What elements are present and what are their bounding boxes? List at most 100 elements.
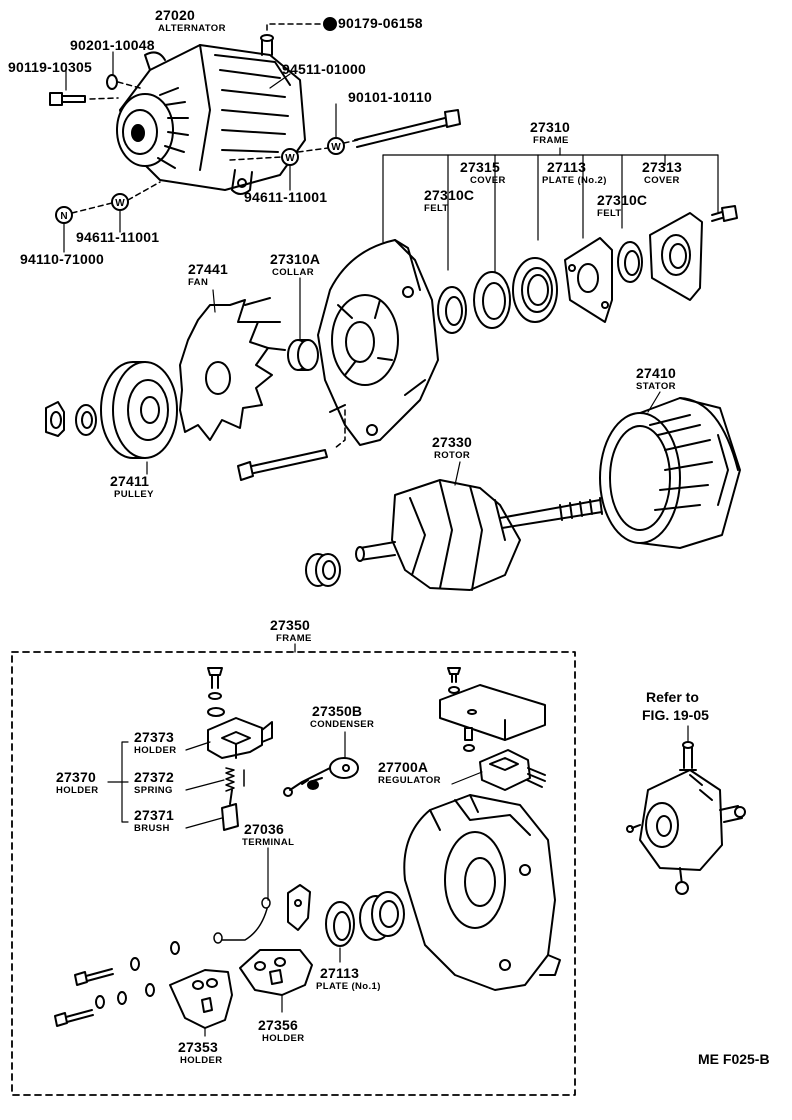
rotor-drawing xyxy=(355,479,603,591)
leader-lines-rear xyxy=(185,731,483,1037)
reference-assembly-drawing xyxy=(626,741,746,895)
nut-marker xyxy=(55,206,73,224)
holder-356-number: 27356 xyxy=(258,1017,298,1033)
frame-drive-name: FRAME xyxy=(533,135,569,146)
stator-drawing xyxy=(599,397,741,549)
plate-2-name: PLATE (No.2) xyxy=(542,175,607,186)
spring-name: SPRING xyxy=(134,785,173,796)
washer-d-number: 94611-11001 xyxy=(76,229,160,245)
washer-marker-b xyxy=(327,137,345,155)
frame-drive-number: 27310 xyxy=(530,119,570,135)
felt-b-drawing xyxy=(617,241,643,283)
long-bolt-number: 90101-10110 xyxy=(348,89,432,105)
cover-screw-drawing xyxy=(711,205,738,222)
figure-code: ME F025-B xyxy=(698,1051,770,1067)
washer-c-number: 94611-11001 xyxy=(244,189,328,205)
washer-marker-c xyxy=(281,148,299,166)
collar-number: 27310A xyxy=(270,251,321,267)
brush-drawing xyxy=(221,789,239,831)
alternator-name: ALTERNATOR xyxy=(158,23,226,34)
collar-drawing xyxy=(287,339,319,371)
cover-b-drawing xyxy=(649,212,703,301)
cover-a-number: 27315 xyxy=(460,159,500,175)
felt-b-name: FELT xyxy=(597,208,622,219)
condenser-drawing xyxy=(283,757,359,797)
washer-a-drawing xyxy=(106,74,118,90)
holder-356-drawing xyxy=(239,949,313,996)
frame-bolt-drawing xyxy=(237,449,328,481)
bolt-top-number: 90179-06158 xyxy=(338,15,423,31)
nut-symbol: N xyxy=(60,211,67,222)
fan-drawing xyxy=(179,297,286,441)
cover-a-drawing xyxy=(473,271,511,329)
long-bolt-drawing xyxy=(354,109,461,148)
pulley-nut-drawing xyxy=(45,401,65,437)
felt-a-name: FELT xyxy=(424,203,449,214)
hex-bolt-top-drawing xyxy=(323,17,337,31)
pulley-drawing xyxy=(100,361,178,459)
terminal-wire xyxy=(213,897,271,944)
drive-end-frame-drawing xyxy=(317,239,439,446)
terminal-drawing xyxy=(287,884,311,931)
rotor-bearing-drawing xyxy=(305,553,341,587)
holder-373-name: HOLDER xyxy=(134,745,177,756)
regulator-number: 27700A xyxy=(378,759,429,775)
lower-washers-drawing xyxy=(95,941,180,1009)
spring-drawing xyxy=(225,767,245,792)
plate-1-name: PLATE (No.1) xyxy=(316,981,381,992)
pulley-number: 27411 xyxy=(110,473,150,489)
washer-marker-d xyxy=(111,193,129,211)
bearing-front-drawing xyxy=(512,257,558,323)
washer-d-symbol: W xyxy=(115,198,125,209)
plate-1-drawing xyxy=(325,901,355,947)
pulley-washer-drawing xyxy=(75,404,97,436)
holder-370-name: HOLDER xyxy=(56,785,99,796)
attachment-lines-top xyxy=(71,23,359,214)
fan-number: 27441 xyxy=(188,261,228,277)
reference-line-2: FIG. 19-05 xyxy=(642,707,709,723)
felt-a-number: 27310C xyxy=(424,187,475,203)
stator-number: 27410 xyxy=(636,365,676,381)
brush-number: 27371 xyxy=(134,807,174,823)
holder-370-number: 27370 xyxy=(56,769,96,785)
holder-353-number: 27353 xyxy=(178,1039,218,1055)
fan-name: FAN xyxy=(188,277,209,288)
condenser-number: 27350B xyxy=(312,703,363,719)
attachment-line-frame-bolt xyxy=(334,409,346,449)
rear-frame-boundary xyxy=(11,651,576,1096)
felt-b-number: 27310C xyxy=(597,192,648,208)
brush-name: BRUSH xyxy=(134,823,170,834)
washer-a-number: 90201-10048 xyxy=(70,37,155,53)
cover-a-name: COVER xyxy=(470,175,506,186)
brush-holder-drawing xyxy=(207,717,273,759)
holder-353-name: HOLDER xyxy=(180,1055,223,1066)
rotor-number: 27330 xyxy=(432,434,472,450)
cover-b-name: COVER xyxy=(644,175,680,186)
leader-lines-middle xyxy=(146,277,661,486)
plate-2-number: 27113 xyxy=(547,159,587,175)
condenser-name: CONDENSER xyxy=(310,719,375,730)
regulator-name: REGULATOR xyxy=(378,775,441,786)
nut-number: 94110-71000 xyxy=(20,251,104,267)
spring-number: 27372 xyxy=(134,769,174,785)
washer-b-number: 94511-01000 xyxy=(282,61,366,77)
regulator-drawing xyxy=(479,749,546,791)
terminal-number: 27036 xyxy=(244,821,284,837)
terminal-name: TERMINAL xyxy=(242,837,295,848)
bolt-a-drawing xyxy=(49,92,86,106)
reference-line-1: Refer to xyxy=(646,689,699,705)
stator-name: STATOR xyxy=(636,381,676,392)
washer-c-symbol: W xyxy=(285,153,295,164)
rear-bearing-drawing xyxy=(359,891,405,941)
lower-screws-drawing xyxy=(54,968,114,1027)
frame-27310-bracket xyxy=(382,147,719,273)
plate-1-number: 27113 xyxy=(320,965,360,981)
pulley-name: PULLEY xyxy=(114,489,154,500)
leader-lines-top xyxy=(63,51,337,253)
regulator-cover-plate xyxy=(439,684,546,741)
regulator-screw-drawing xyxy=(447,667,461,694)
alternator-assembly-drawing xyxy=(116,34,306,195)
rotor-name: ROTOR xyxy=(434,450,471,461)
holder-353-drawing xyxy=(169,969,233,1029)
